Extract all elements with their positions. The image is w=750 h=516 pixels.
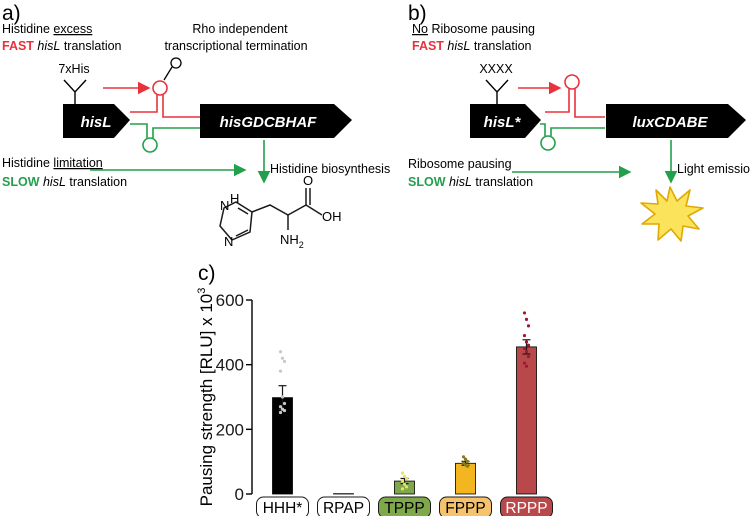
- no-pausing-caption: No Ribosome pausing: [412, 22, 535, 36]
- gene-luxCDABE-label: luxCDABE: [632, 114, 708, 131]
- repeat-label-b: XXXX: [479, 62, 513, 76]
- light-burst-icon: [640, 186, 704, 242]
- gene-luxCDABE: [606, 104, 746, 138]
- panel-b-label: b): [408, 2, 427, 25]
- category-label: HHH*: [263, 500, 303, 516]
- gene-hisL-star: [470, 104, 541, 138]
- biosynthesis-label: Histidine biosynthesis: [270, 162, 390, 176]
- panel-a-label: a): [2, 2, 21, 25]
- panel-a: a) Histidine excess FAST hisL translatio…: [2, 2, 390, 250]
- data-point: [278, 350, 283, 354]
- bar-rppp: [516, 346, 537, 495]
- data-point: [278, 405, 283, 409]
- data-point: [282, 408, 287, 413]
- data-point: [524, 350, 529, 354]
- fast-caption-b: FAST hisL translation: [412, 39, 532, 53]
- panel-b: b) No Ribosome pausing FAST hisL transla…: [408, 2, 750, 242]
- data-point: [400, 487, 405, 491]
- panel-c-label: c): [198, 262, 216, 285]
- chem-oh: OH: [322, 209, 342, 224]
- panel-c: c) Pausing strength [RLU] x 103 0 200 400 6…: [196, 262, 553, 516]
- data-point: [404, 476, 409, 481]
- data-point: [282, 401, 287, 406]
- data-point: [402, 474, 407, 478]
- data-point: [522, 311, 527, 315]
- terminator-hairpin-icon-b: [545, 74, 605, 118]
- bar-hhh-star: [272, 397, 293, 495]
- data-point: [400, 471, 405, 475]
- terminator-hairpin-icon: [130, 80, 200, 118]
- category-label-box: [317, 496, 370, 516]
- data-point: [278, 369, 283, 373]
- peptide-y-icon-b: [485, 79, 509, 104]
- data-point: [280, 356, 285, 360]
- chem-n1: N: [220, 198, 229, 213]
- data-point: [526, 324, 531, 328]
- y-axis-title: Pausing strength [RLU] x 103: [196, 288, 216, 507]
- data-point: [522, 346, 527, 351]
- terminator-label-2: transcriptional termination: [164, 39, 307, 53]
- his-repeat-label: 7xHis: [58, 62, 89, 76]
- category-label: FPPP: [445, 500, 485, 516]
- data-point: [280, 395, 285, 399]
- data-point: [522, 333, 527, 338]
- antiterminator-hairpin-icon-b: [540, 123, 605, 151]
- chem-o: O: [303, 173, 313, 188]
- y-tick-label: 600: [216, 291, 244, 310]
- data-point: [526, 343, 531, 347]
- slow-caption: SLOW hisL translation: [2, 175, 127, 189]
- y-tick-label: 400: [216, 356, 244, 375]
- limitation-caption: Histidine limitation: [2, 156, 103, 170]
- data-point: [282, 359, 287, 364]
- pointer-icon: [170, 57, 182, 69]
- data-point: [524, 317, 529, 321]
- category-label: RPPP: [505, 500, 547, 516]
- category-label-box: [500, 496, 553, 516]
- peptide-y-icon: [63, 79, 87, 104]
- y-tick-label: 200: [216, 420, 244, 439]
- data-point: [524, 364, 529, 368]
- chem-h: H: [230, 191, 239, 206]
- data-point: [404, 485, 409, 489]
- data-point: [465, 464, 470, 468]
- data-point: [526, 354, 531, 359]
- category-label: TPPP: [384, 500, 424, 516]
- gene-hisGDCBHAF: [200, 104, 352, 138]
- data-point: [461, 461, 466, 465]
- chem-nh2: NH2: [280, 232, 304, 250]
- gene-hisL: [63, 104, 130, 138]
- data-point: [463, 457, 468, 461]
- bar-fppp: [455, 462, 476, 495]
- pause-caption: Ribosome pausing: [408, 157, 512, 171]
- data-point: [400, 479, 405, 483]
- terminator-label-1: Rho independent: [192, 22, 288, 36]
- excess-caption: Histidine excess: [2, 22, 92, 36]
- data-point: [524, 340, 529, 344]
- data-point: [278, 410, 283, 415]
- gene-hisL-star-label: hisL*: [484, 114, 522, 131]
- category-label: RPAP: [323, 500, 364, 516]
- category-label-box: [378, 496, 431, 516]
- category-label-box: [256, 496, 309, 516]
- slow-caption-b: SLOW hisL translation: [408, 175, 533, 189]
- category-label-box: [439, 496, 492, 516]
- light-label: Light emission: [677, 162, 750, 176]
- y-tick-label: 0: [235, 485, 244, 504]
- data-point: [461, 455, 466, 459]
- data-point: [522, 361, 527, 365]
- chem-n2: N: [224, 234, 233, 249]
- gene-hisGDCBHAF-label: hisGDCBHAF: [220, 114, 318, 131]
- data-point: [402, 482, 407, 486]
- gene-hisL-label: hisL: [81, 114, 112, 131]
- histidine-structure-icon: [219, 188, 323, 241]
- antiterminator-hairpin-icon: [130, 123, 200, 153]
- data-point: [465, 459, 470, 463]
- fast-caption: FAST hisL translation: [2, 39, 122, 53]
